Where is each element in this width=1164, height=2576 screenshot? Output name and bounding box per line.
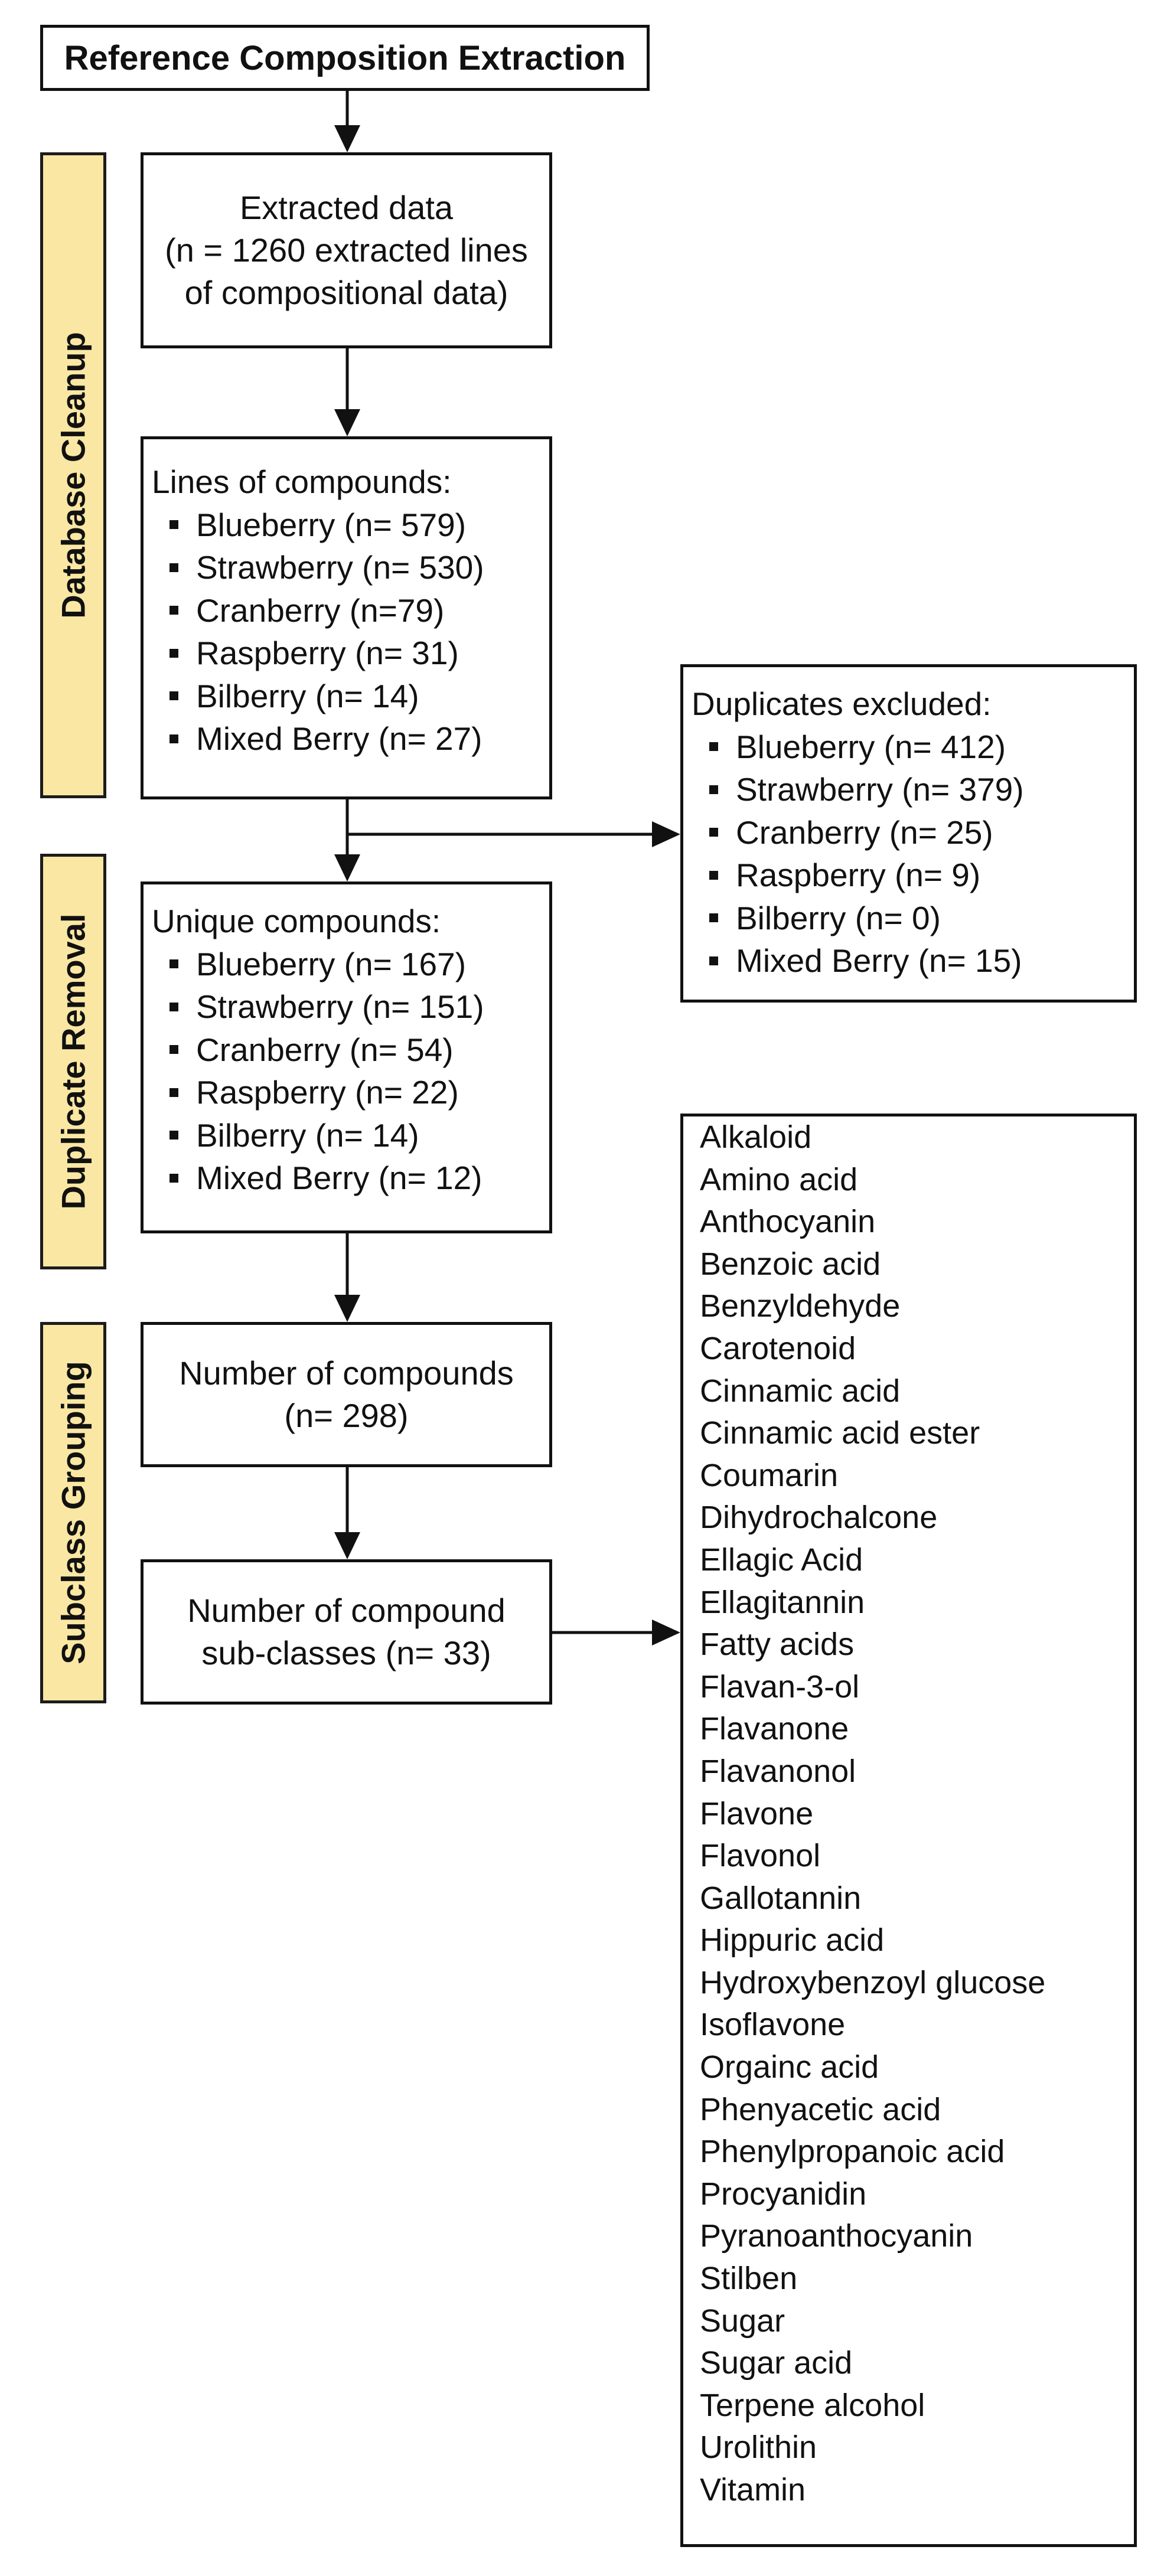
lines-of-compounds-box: Lines of compounds: Blueberry (n= 579) S…: [141, 436, 552, 799]
subclass-item: Cinnamic acid ester: [700, 1415, 980, 1451]
number-of-subclasses-box: Number of compound sub-classes (n= 33): [141, 1559, 552, 1705]
subclass-item: Ellagitannin: [700, 1584, 865, 1620]
subclass-item: Phenyacetic acid: [700, 2091, 941, 2127]
subclass-item: Flavone: [700, 1795, 814, 1831]
list-item: Mixed Berry (n= 12): [152, 1157, 549, 1200]
box-text: sub-classes (n= 33): [201, 1634, 491, 1671]
subclass-item: Vitamin: [700, 2472, 806, 2508]
box-text: of compositional data): [184, 274, 508, 311]
bullet-icon: [169, 1045, 178, 1054]
list-item: Blueberry (n= 412): [692, 726, 1134, 769]
subclass-item: Phenylpropanoic acid: [700, 2134, 1005, 2170]
subclass-item: Amino acid: [700, 1161, 858, 1197]
list-item: Blueberry (n= 579): [152, 504, 549, 547]
subclass-item: Hippuric acid: [700, 1922, 885, 1958]
list-item: Raspberry (n= 31): [152, 632, 549, 675]
list-item: Blueberry (n= 167): [152, 943, 549, 986]
box-heading: Duplicates excluded:: [692, 685, 992, 722]
bullet-icon: [709, 870, 718, 880]
bullet-icon: [169, 520, 178, 530]
list-item: Raspberry (n= 22): [152, 1071, 549, 1114]
subclass-item: Alkaloid: [700, 1119, 812, 1155]
subclass-item: Anthocyanin: [700, 1204, 876, 1240]
extracted-data-box: Extracted data (n = 1260 extracted lines…: [141, 152, 552, 348]
subclass-item: Flavan-3-ol: [700, 1669, 860, 1705]
subclass-item: Carotenoid: [700, 1330, 856, 1366]
subclass-item: Terpene alcohol: [700, 2387, 925, 2423]
bullet-icon: [169, 1002, 178, 1011]
bullet-icon: [709, 956, 718, 965]
bullet-icon: [169, 563, 178, 572]
subclass-item: Flavonol: [700, 1838, 821, 1874]
subclass-item: Gallotannin: [700, 1880, 862, 1916]
subclass-item: Cinnamic acid: [700, 1373, 901, 1409]
bullet-icon: [169, 606, 178, 615]
title-box: Reference Composition Extraction: [40, 25, 650, 91]
subclass-item: Sugar acid: [700, 2345, 853, 2381]
list-item: Cranberry (n= 54): [152, 1029, 549, 1072]
bullet-icon: [709, 785, 718, 794]
duplicates-excluded-box: Duplicates excluded: Blueberry (n= 412) …: [680, 664, 1137, 1003]
bullet-icon: [709, 913, 718, 923]
bullet-icon: [709, 828, 718, 837]
subclass-item: Stilben: [700, 2261, 798, 2297]
subclass-item: Isoflavone: [700, 2007, 846, 2043]
bullet-icon: [169, 959, 178, 969]
bullet-icon: [169, 1131, 178, 1140]
diagram-title: Reference Composition Extraction: [64, 38, 626, 77]
subclass-item: Hydroxybenzoyl glucose: [700, 1964, 1046, 2000]
subclass-item: Coumarin: [700, 1457, 839, 1493]
subclass-item: Fatty acids: [700, 1627, 855, 1663]
box-text: Number of compounds: [179, 1354, 514, 1392]
list-item: Strawberry (n= 151): [152, 985, 549, 1029]
number-of-compounds-box: Number of compounds (n= 298): [141, 1322, 552, 1467]
bullet-icon: [169, 1173, 178, 1183]
phase-label: Duplicate Removal: [54, 913, 92, 1210]
phase-database-cleanup: Database Cleanup: [40, 152, 106, 798]
list-item: Cranberry (n=79): [152, 589, 549, 632]
subclass-item: Sugar: [700, 2303, 785, 2339]
subclass-item: Dihydrochalcone: [700, 1500, 938, 1536]
list-item: Bilberry (n= 14): [152, 1114, 549, 1157]
phase-label: Subclass Grouping: [54, 1361, 92, 1664]
box-text: Extracted data: [239, 189, 454, 226]
list-item: Bilberry (n= 0): [692, 897, 1134, 940]
list-item: Mixed Berry (n= 27): [152, 717, 549, 760]
subclass-item: Pyranoanthocyanin: [700, 2218, 973, 2254]
bullet-icon: [169, 1088, 178, 1097]
box-heading: Lines of compounds:: [152, 463, 452, 500]
subclass-item: Flavanonol: [700, 1753, 856, 1789]
box-text: Number of compound: [187, 1592, 506, 1629]
subclass-item: Benzoic acid: [700, 1246, 881, 1282]
list-item: Bilberry (n= 14): [152, 675, 549, 718]
phase-label: Database Cleanup: [54, 332, 92, 619]
subclass-item: Urolithin: [700, 2430, 817, 2466]
list-item: Strawberry (n= 530): [152, 546, 549, 589]
subclass-item: Procyanidin: [700, 2176, 867, 2212]
list-item: Cranberry (n= 25): [692, 811, 1134, 854]
subclass-item: Ellagic Acid: [700, 1542, 863, 1578]
bullet-icon: [169, 648, 178, 658]
box-heading: Unique compounds:: [152, 903, 441, 939]
list-item: Raspberry (n= 9): [692, 854, 1134, 897]
bullet-icon: [709, 742, 718, 752]
list-item: Mixed Berry (n= 15): [692, 939, 1134, 982]
phase-duplicate-removal: Duplicate Removal: [40, 854, 106, 1269]
box-text: (n= 298): [284, 1397, 409, 1434]
phase-subclass-grouping: Subclass Grouping: [40, 1322, 106, 1703]
subclass-item: Flavanone: [700, 1711, 849, 1747]
unique-compounds-box: Unique compounds: Blueberry (n= 167) Str…: [141, 881, 552, 1233]
bullet-icon: [169, 734, 178, 743]
subclass-item: Orgainc acid: [700, 2049, 879, 2085]
bullet-icon: [169, 691, 178, 701]
box-text: (n = 1260 extracted lines: [165, 231, 528, 269]
subclass-item: Benzyldehyde: [700, 1288, 901, 1324]
list-item: Strawberry (n= 379): [692, 768, 1134, 811]
